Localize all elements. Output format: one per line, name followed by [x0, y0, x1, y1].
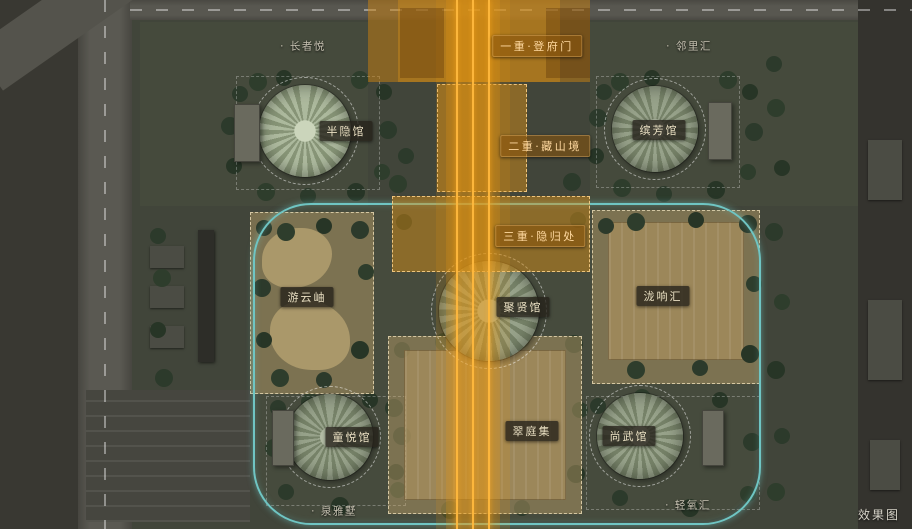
- axis-label-second-realm: 二重·藏山境: [500, 135, 590, 157]
- axis-label-first-gate: 一重·登府门: [492, 35, 582, 57]
- tree-cluster: [398, 148, 414, 164]
- axis-line: [456, 0, 458, 529]
- precinct-boundary-line: [253, 203, 761, 525]
- building-wing: [702, 410, 724, 466]
- tree-cluster: [596, 84, 612, 100]
- road-left-lane-marking: [104, 0, 106, 529]
- district-label-quanyashu: · 泉雅墅: [311, 505, 357, 518]
- district-label-linlihui: · 邻里汇: [666, 40, 712, 53]
- parcel-boundary: [596, 76, 740, 188]
- rendering-watermark: 效果图: [857, 508, 900, 522]
- axis-line: [488, 0, 490, 529]
- building-wing: [708, 102, 732, 160]
- venue-label-banyinguan: 半隐馆: [319, 121, 373, 141]
- tree-cluster: [150, 228, 166, 244]
- venue-label-shangwuguan: 尚武馆: [602, 426, 656, 446]
- low-building: [150, 286, 184, 308]
- venue-label-cuitingji: 翠庭集: [505, 421, 559, 441]
- offsite-building: [868, 300, 902, 380]
- gate-structure: [400, 8, 444, 78]
- venue-label-juxianguan: 聚贤馆: [496, 297, 550, 317]
- venue-label-longxianghui: 泷响汇: [636, 286, 690, 306]
- venue-label-binfangguan: 缤芳馆: [632, 120, 686, 140]
- parking-lot: [86, 390, 250, 522]
- venue-label-youyunxiu: 游云岫: [280, 287, 334, 307]
- district-label-changzheyue: · 长者悦: [280, 40, 326, 53]
- tall-building-slab: [198, 230, 214, 362]
- building-wing: [234, 104, 260, 162]
- venue-label-tongyueguan: 童悦馆: [325, 427, 379, 447]
- low-building: [150, 326, 184, 348]
- district-label-qingyanghui: · 轻氧汇: [665, 499, 711, 512]
- offsite-building: [870, 440, 900, 490]
- building-wing: [272, 410, 294, 466]
- garden-path-blob: [270, 300, 350, 370]
- tree-cluster: [598, 218, 614, 234]
- tree-cluster: [766, 56, 782, 72]
- low-building: [150, 246, 184, 268]
- axis-label-third-retreat: 三重·隐归处: [495, 225, 585, 247]
- offsite-building: [868, 140, 902, 200]
- axis-zone-second: [437, 84, 527, 192]
- tower-shangwuguan: [589, 385, 691, 487]
- tree-cluster: [232, 86, 248, 102]
- axis-line-center: [472, 0, 474, 529]
